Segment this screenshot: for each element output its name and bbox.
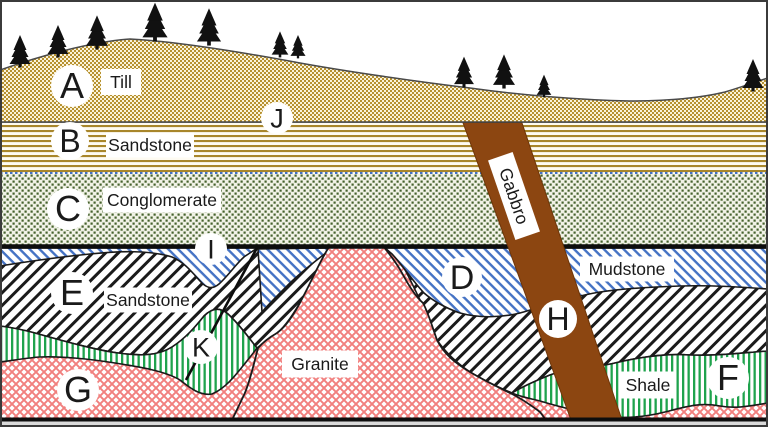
rock-label-conglomerate: Conglomerate — [103, 187, 221, 213]
rock-label-sandstone-lower: Sandstone — [104, 287, 192, 313]
unit-label-k: K — [184, 330, 218, 364]
unit-label-b: B — [51, 122, 89, 160]
bottom-shadow — [0, 421, 768, 427]
unit-letter-a: A — [60, 65, 84, 106]
rock-label-shale: Shale — [620, 371, 676, 399]
unit-label-j: J — [261, 102, 293, 134]
gabbro-label-box — [488, 152, 540, 240]
rock-label-till: Till — [101, 69, 141, 95]
unit-letter-i: I — [207, 235, 215, 265]
unit-label-e: E — [51, 272, 93, 314]
unit-letter-j: J — [270, 104, 284, 134]
sandstone-upper-label-text: Sandstone — [108, 135, 192, 155]
unit-letter-h: H — [546, 301, 569, 337]
rock-label-granite: Granite — [282, 350, 358, 378]
unit-shale-left-band — [0, 308, 259, 396]
granite-label-text: Granite — [291, 354, 348, 374]
unit-letter-d: D — [450, 259, 475, 297]
conglomerate-label-text: Conglomerate — [107, 190, 217, 210]
shale-label-text: Shale — [626, 375, 671, 395]
unit-label-a: A — [51, 65, 93, 107]
unit-label-d: D — [442, 257, 482, 297]
rock-label-mudstone: Mudstone — [580, 256, 674, 282]
rock-label-sandstone-upper: Sandstone — [106, 132, 194, 158]
unit-d-mudstone-left — [0, 247, 260, 289]
unit-label-c: C — [47, 188, 89, 230]
sandstone-lower-label-text: Sandstone — [106, 290, 190, 310]
unit-letter-b: B — [59, 123, 80, 159]
unit-label-h: H — [539, 300, 577, 338]
unit-letter-c: C — [55, 188, 81, 229]
unit-label-f: F — [707, 357, 749, 399]
unit-a-till-layer — [0, 38, 768, 123]
unit-letter-f: F — [717, 357, 739, 398]
unit-label-g: G — [57, 369, 99, 411]
unit-letter-g: G — [64, 369, 92, 410]
till-label-text: Till — [110, 72, 132, 92]
unit-label-i: I — [195, 233, 227, 265]
mudstone-label-text: Mudstone — [589, 259, 666, 279]
unit-letter-e: E — [60, 272, 84, 313]
unit-letter-k: K — [192, 333, 210, 363]
